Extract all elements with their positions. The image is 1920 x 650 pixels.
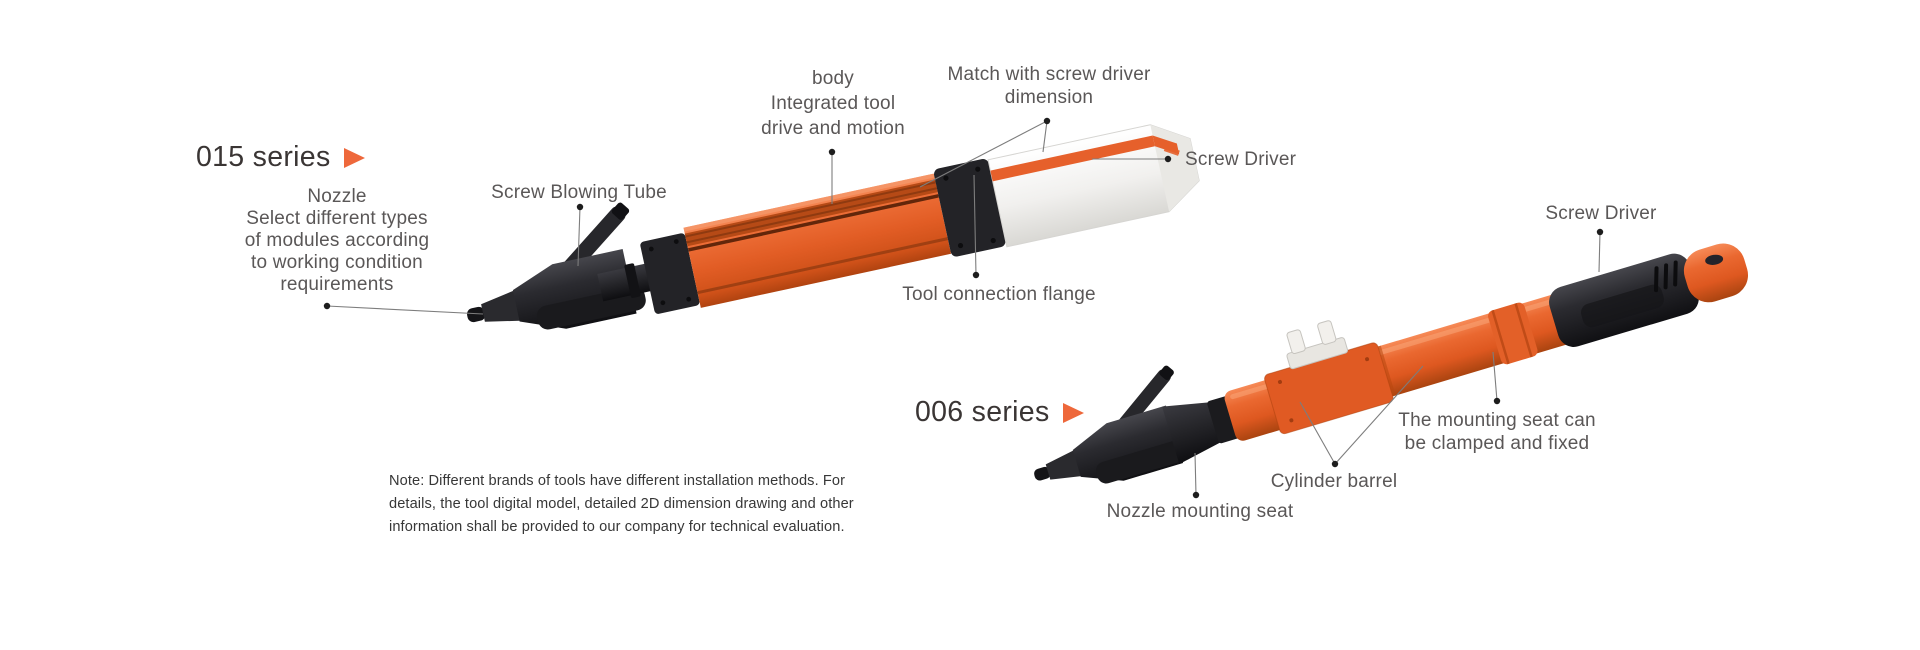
note-line: information shall be provided to our com… [389,519,845,535]
series-006-title: 006 series [915,396,1084,429]
barrel-coupling-006 [1488,302,1538,365]
series-006-title-text: 006 series [915,396,1050,428]
tool-connection-flange-015 [934,158,1006,257]
callout-line: to working condition [251,252,423,273]
end-cap-006 [1683,243,1749,303]
callout-line: be clamped and fixed [1404,433,1590,454]
callout-nozzle-mounting-seat: Nozzle mounting seat [1107,501,1294,523]
callout-line: Integrated tool [770,93,896,114]
blowing-tube-leader-line [577,206,581,267]
callout-body: body Integrated tool drive and motion [761,66,905,141]
installation-note: Note: Different brands of tools have dif… [389,470,854,539]
callout-screw-blowing-tube: Screw Blowing Tube [491,182,667,204]
callout-line: Match with screw driver [947,64,1151,85]
flange-leader-line [973,174,977,276]
nozzle-mounting-seat-006 [1162,401,1225,465]
end-block-015 [640,233,700,314]
cylinder-barrel-leader-line-a [1299,401,1336,465]
nozzle-leader-line [326,305,484,315]
series-015-title-text: 015 series [196,141,331,173]
callout-line: Screw Driver [1545,203,1657,224]
callout-line: requirements [280,274,394,295]
series-015-title: 015 series [196,141,365,174]
mounting-seat-leader-line [1492,351,1498,402]
callout-match-dimension: Match with screw driver dimension [947,63,1150,109]
callout-line: Screw Driver [1185,149,1297,170]
callout-line: Tool connection flange [902,284,1096,305]
callout-line: dimension [1004,87,1094,108]
callout-line: The mounting seat can [1398,410,1596,431]
callout-line: Cylinder barrel [1270,471,1398,492]
callout-screw-driver-006: Screw Driver [1545,203,1656,225]
callout-line: Nozzle mounting seat [1106,501,1294,522]
callout-line: of modules according [244,230,430,251]
cylinder-barrel-leader-line-b [1334,365,1424,465]
clamp-bracket-006 [1286,320,1349,370]
callout-line: body [811,68,855,89]
callout-mounting-seat: The mounting seat can be clamped and fix… [1398,409,1595,455]
nozzle-tip-006 [1034,466,1051,481]
right-triangle-icon [1062,402,1084,423]
tool-015-illustration [467,124,1200,330]
callout-screw-driver-015: Screw Driver [1185,149,1296,171]
callout-tool-connection-flange: Tool connection flange [902,284,1095,306]
callout-nozzle: Nozzle Select different types of modules… [245,186,430,296]
leader-dots [323,117,1604,499]
note-line: Note: Different brands of tools have dif… [389,473,846,489]
callout-line: Select different types [246,208,428,229]
right-triangle-icon [343,147,365,168]
match-dimension-leader-line-a [919,120,1048,188]
nozzle-tip-015 [467,306,486,323]
match-dimension-leader-line-b [1042,120,1048,153]
leader-lines [326,120,1601,496]
note-line: details, the tool digital model, detaile… [389,496,854,512]
callout-line: Screw Blowing Tube [491,182,667,203]
callout-cylinder-barrel: Cylinder barrel [1271,471,1398,493]
screw-driver-006-leader-line [1598,231,1601,273]
callout-line: drive and motion [761,118,905,139]
tool-006-illustration [1034,243,1749,484]
nozzle-seat-leader-line [1194,452,1197,496]
callout-line: Nozzle [307,186,367,207]
